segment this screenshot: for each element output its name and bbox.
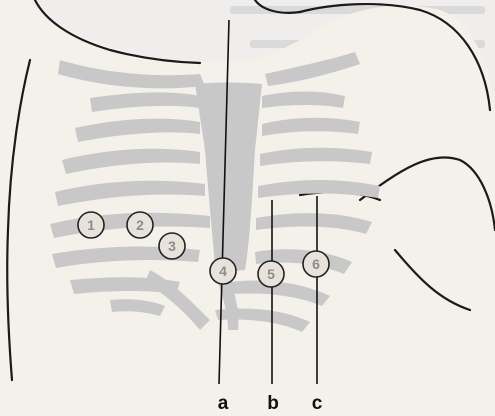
electrode-label-v4: 4 [219, 263, 227, 279]
reference-line-label-b: b [267, 393, 279, 414]
electrode-label-v5: 5 [267, 266, 275, 282]
electrode-v2: 2 [127, 212, 153, 238]
electrode-v6: 6 [303, 251, 329, 277]
electrode-v4: 4 [210, 258, 236, 284]
reference-line-label-c: c [312, 393, 323, 414]
electrode-label-v3: 3 [168, 238, 176, 254]
electrode-v3: 3 [159, 233, 185, 259]
electrode-v5: 5 [258, 261, 284, 287]
electrode-label-v1: 1 [87, 217, 95, 233]
electrode-v1: 1 [78, 212, 104, 238]
electrode-label-v6: 6 [312, 256, 320, 272]
reference-line-label-a: a [218, 393, 229, 414]
electrode-label-v2: 2 [136, 217, 144, 233]
